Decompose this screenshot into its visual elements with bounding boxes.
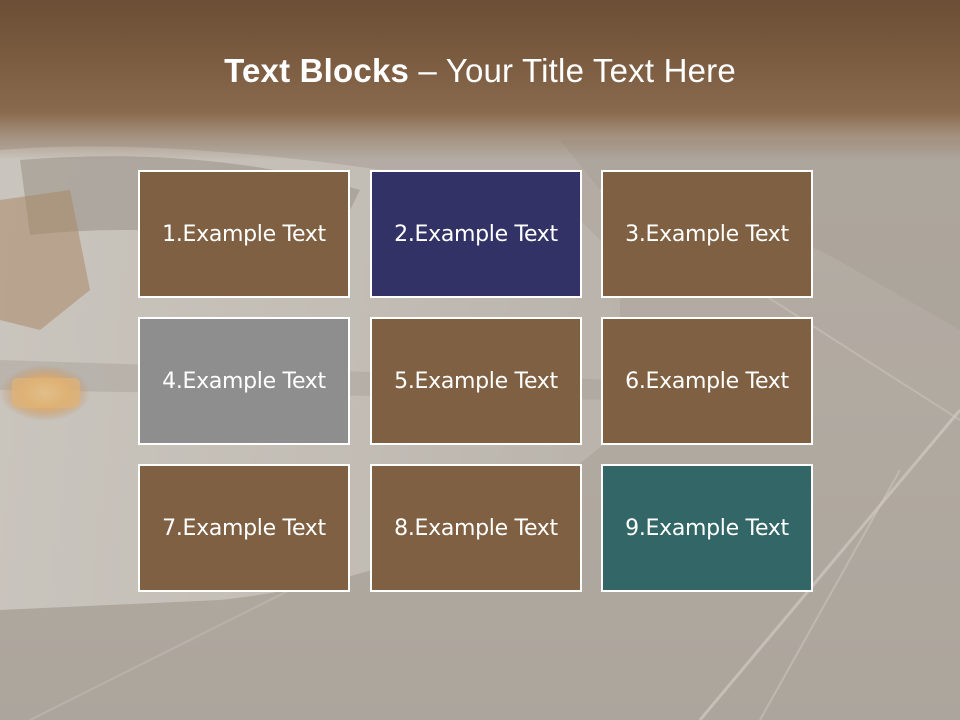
text-block-label: 8.Example Text [394, 515, 558, 541]
text-block-label: 7.Example Text [162, 515, 326, 541]
slide-title: Text Blocks – Your Title Text Here [0, 52, 960, 90]
text-block-4: 4.Example Text [138, 317, 350, 445]
title-bold-part: Text Blocks [224, 52, 410, 89]
text-block-9: 9.Example Text [601, 464, 813, 592]
text-block-label: 2.Example Text [394, 221, 558, 247]
text-block-8: 8.Example Text [370, 464, 582, 592]
title-dash: – [409, 52, 446, 89]
text-block-6: 6.Example Text [601, 317, 813, 445]
text-block-label: 4.Example Text [162, 368, 326, 394]
title-band [0, 0, 960, 160]
text-block-grid: 1.Example Text 2.Example Text 3.Example … [138, 170, 816, 594]
text-block-label: 1.Example Text [162, 221, 326, 247]
title-rest: Your Title Text Here [445, 52, 736, 89]
text-block-label: 9.Example Text [625, 515, 789, 541]
text-block-label: 3.Example Text [625, 221, 789, 247]
text-block-5: 5.Example Text [370, 317, 582, 445]
text-block-1: 1.Example Text [138, 170, 350, 298]
text-block-label: 5.Example Text [394, 368, 558, 394]
text-block-7: 7.Example Text [138, 464, 350, 592]
text-block-label: 6.Example Text [625, 368, 789, 394]
text-block-2: 2.Example Text [370, 170, 582, 298]
text-block-3: 3.Example Text [601, 170, 813, 298]
